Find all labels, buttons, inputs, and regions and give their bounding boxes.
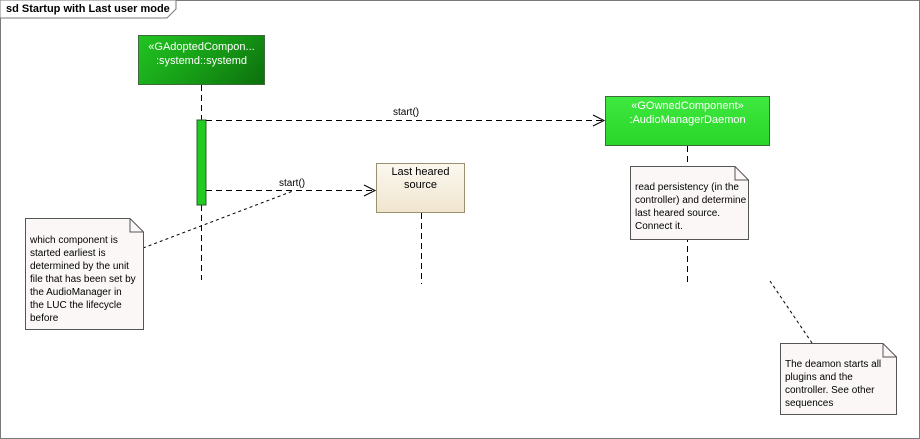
message-label-start-daemon: start(): [393, 107, 420, 118]
note-component-start[interactable]: which component is started earliest is d…: [25, 218, 144, 330]
plugins-note-anchor: [769, 280, 813, 344]
note-component-text: which component is started earliest is d…: [30, 235, 136, 324]
lifeline-systemd[interactable]: «GAdoptedCompon... :systemd::systemd: [138, 35, 265, 85]
message-arrowhead-start-last-heared: [363, 184, 377, 197]
systemd-stereotype: «GAdoptedCompon...: [148, 41, 255, 53]
message-arrowhead-start-daemon: [592, 114, 606, 127]
last-heared-name: Last heared source: [391, 166, 450, 191]
component-note-anchor: [142, 190, 294, 249]
daemon-stereotype: «GOwnedComponent»: [631, 100, 744, 112]
note-persistency[interactable]: read persistency (in the controller) and…: [630, 166, 749, 240]
note-persistency-text: read persistency (in the controller) and…: [635, 182, 747, 232]
diagram-title: sd Startup with Last user mode: [6, 3, 170, 15]
systemd-name: :systemd::systemd: [155, 55, 248, 67]
systemd-activation-bar: [196, 119, 207, 206]
message-label-start-last-heared: start(): [279, 178, 306, 189]
lifeline-audiomanager-daemon[interactable]: «GOwnedComponent» :AudioManagerDaemon: [605, 96, 770, 146]
note-plugins-text: The deamon starts all plugins and the co…: [785, 359, 882, 409]
daemon-name: :AudioManagerDaemon: [629, 114, 746, 126]
lifeline-last-heared-source[interactable]: Last heared source: [376, 163, 465, 213]
note-plugins[interactable]: The deamon starts all plugins and the co…: [780, 343, 897, 415]
